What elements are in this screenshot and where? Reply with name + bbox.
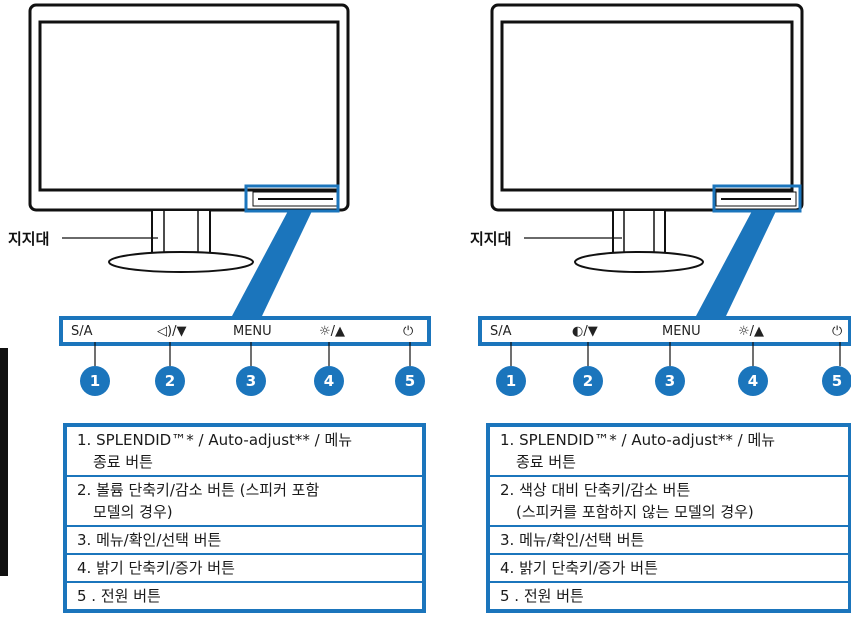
menu-button[interactable]: MENU <box>662 324 701 339</box>
badge-3: 3 <box>655 366 685 396</box>
panel-without-speaker: 지지대 S/A ◐/▼ MENU ☼/▲ ⏻ 1 2 3 4 5 1. SPLE… <box>426 0 851 618</box>
brightness-up-button[interactable]: ☼/▲ <box>319 324 346 339</box>
badge-1: 1 <box>496 366 526 396</box>
description-row-4: 4. 밝기 단축키/증가 버튼 <box>490 555 848 583</box>
description-row-2: 2. 색상 대비 단축키/감소 버튼 (스피커를 포함하지 않는 모델의 경우) <box>490 477 848 527</box>
description-2-line-1: 2. 볼륨 단축키/감소 버튼 (스피커 포함 <box>77 481 320 499</box>
description-row-2: 2. 볼륨 단축키/감소 버튼 (스피커 포함 모델의 경우) <box>67 477 422 527</box>
description-row-3: 3. 메뉴/확인/선택 버튼 <box>490 527 848 555</box>
description-row-5: 5 . 전원 버튼 <box>500 587 584 605</box>
badge-2: 2 <box>573 366 603 396</box>
description-row-3: 3. 메뉴/확인/선택 버튼 <box>67 527 422 555</box>
button-strip: S/A ◐/▼ MENU ☼/▲ ⏻ <box>478 316 851 346</box>
monitor-illustration <box>28 3 350 316</box>
description-1-line-2: 종료 버튼 <box>516 453 576 471</box>
description-2-line-2: (스피커를 포함하지 않는 모델의 경우) <box>516 503 754 521</box>
volume-down-button[interactable]: ◁)/▼ <box>157 324 187 339</box>
menu-button[interactable]: MENU <box>233 324 272 339</box>
description-1-line-2: 종료 버튼 <box>93 453 153 471</box>
description-row-1: 1. SPLENDID™* / Auto-adjust** / 메뉴 종료 버튼 <box>490 427 848 477</box>
badge-5: 5 <box>822 366 851 396</box>
badge-1: 1 <box>80 366 110 396</box>
description-row-5: 5 . 전원 버튼 <box>77 587 161 605</box>
description-1-line-1: 1. SPLENDID™* / Auto-adjust** / 메뉴 <box>500 431 776 449</box>
splendid-button[interactable]: S/A <box>490 324 512 339</box>
stand-label: 지지대 <box>470 230 512 248</box>
description-table: 1. SPLENDID™* / Auto-adjust** / 메뉴 종료 버튼… <box>63 423 426 613</box>
description-row-1: 1. SPLENDID™* / Auto-adjust** / 메뉴 종료 버튼 <box>67 427 422 477</box>
splendid-button[interactable]: S/A <box>71 324 93 339</box>
description-2-line-2: 모델의 경우) <box>93 503 173 521</box>
power-button[interactable]: ⏻ <box>403 324 414 339</box>
badge-4: 4 <box>314 366 344 396</box>
stand-label: 지지대 <box>8 230 50 248</box>
monitor-illustration <box>490 3 804 316</box>
contrast-down-button[interactable]: ◐/▼ <box>572 324 598 339</box>
badge-3: 3 <box>236 366 266 396</box>
button-strip: S/A ◁)/▼ MENU ☼/▲ ⏻ <box>59 316 431 346</box>
description-1-line-1: 1. SPLENDID™* / Auto-adjust** / 메뉴 <box>77 431 353 449</box>
power-button[interactable]: ⏻ <box>832 324 843 339</box>
description-table: 1. SPLENDID™* / Auto-adjust** / 메뉴 종료 버튼… <box>486 423 851 613</box>
side-tab-marker <box>0 348 8 576</box>
brightness-up-button[interactable]: ☼/▲ <box>738 324 765 339</box>
description-row-4: 4. 밝기 단축키/증가 버튼 <box>67 555 422 583</box>
panel-with-speaker: 지지대 S/A ◁)/▼ MENU ☼/▲ ⏻ 1 2 3 4 5 1. SPL… <box>8 3 431 613</box>
badge-2: 2 <box>155 366 185 396</box>
badge-4: 4 <box>738 366 768 396</box>
badge-5: 5 <box>395 366 425 396</box>
description-2-line-1: 2. 색상 대비 단축키/감소 버튼 <box>500 481 691 499</box>
